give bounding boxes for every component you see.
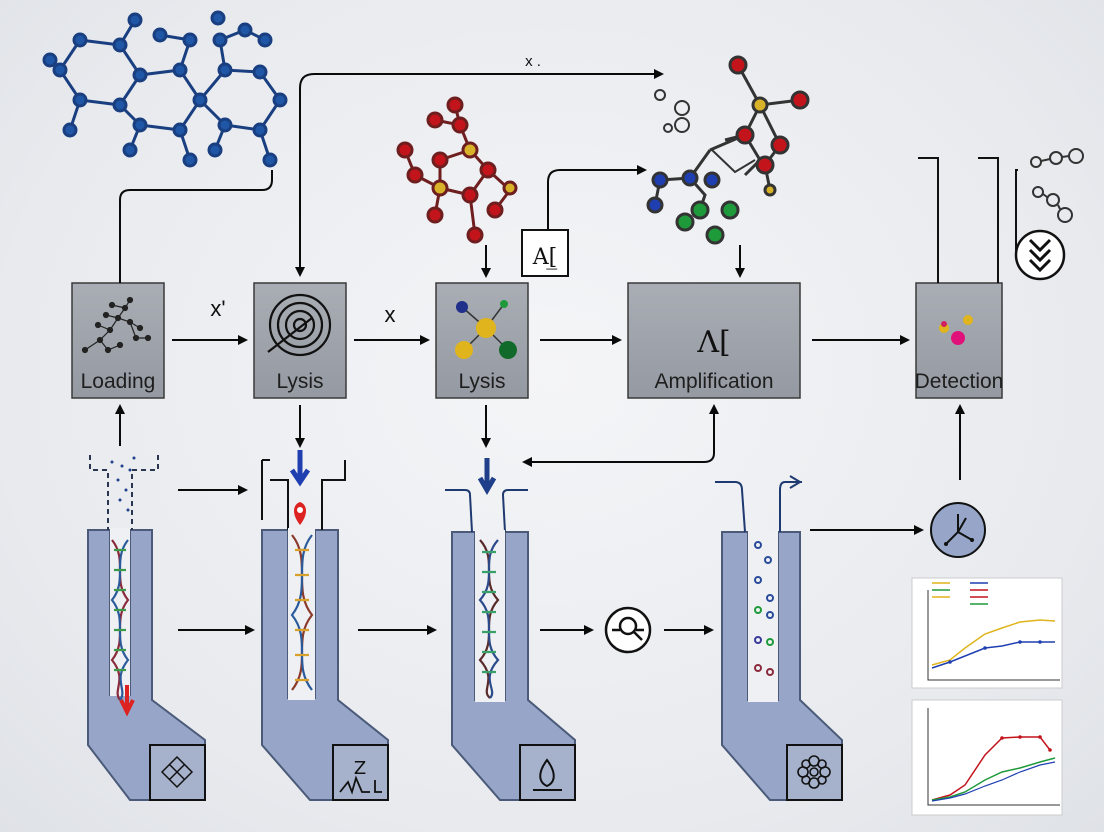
stage-box-lysis-1: Lysis <box>253 282 347 399</box>
edge-label-lysis-lysis: x <box>385 302 396 327</box>
edge-label-loading-lysis: x' <box>210 296 225 321</box>
stage-box-lysis-2: Lysis <box>435 282 529 399</box>
particle-dots <box>110 456 136 512</box>
flower-icon <box>786 744 843 801</box>
branch-node-icon <box>930 502 986 558</box>
spiral-target-icon <box>267 293 332 357</box>
stage-label-loading: Loading <box>81 370 156 393</box>
z-waveform-icon: Z <box>332 744 389 801</box>
chevron-stack-icon <box>1014 169 1066 281</box>
network-graph-icon <box>81 296 152 354</box>
detection-dots-icon <box>939 315 973 345</box>
svg-text:Z: Z <box>354 758 366 779</box>
dna-helix-icon <box>110 539 130 701</box>
red-gold-molecule-illustration <box>396 96 518 244</box>
detection-probe-lines <box>918 157 999 283</box>
small-chain-molecule-icon <box>654 89 1084 223</box>
search-ring-icon <box>604 606 652 654</box>
mini-line-chart-2 <box>911 699 1063 816</box>
stage-box-detection: Detection <box>915 282 1004 399</box>
flow-arrows <box>115 69 965 635</box>
tube-loading <box>87 455 206 801</box>
edge-label-top-loop: x . <box>525 53 541 70</box>
location-pin-icon <box>294 502 306 525</box>
reagent-box-label: A[̲ <box>532 245 557 270</box>
drop-icon <box>519 744 576 801</box>
amplification-glyph: Λ[ <box>696 325 730 360</box>
stage-box-amplification: Λ[ Amplification <box>627 282 801 399</box>
bead-dots <box>754 541 774 676</box>
stage-box-loading: Loading <box>71 282 165 399</box>
tube-lysis-2 <box>445 458 576 801</box>
reagent-box: A[̲ <box>521 229 569 277</box>
dna-helix-icon <box>478 539 500 699</box>
mixed-molecule-illustration <box>646 55 810 245</box>
mini-line-chart-1 <box>911 577 1063 689</box>
dna-helix-icon <box>290 534 314 691</box>
blue-molecule-illustration <box>42 10 288 168</box>
stage-label-detection: Detection <box>915 370 1004 393</box>
molecule-dots-icon <box>455 300 517 359</box>
stage-label-lysis-1: Lysis <box>276 370 323 393</box>
stage-label-lysis-2: Lysis <box>458 370 505 393</box>
tube-amplification <box>715 475 843 801</box>
stage-label-amplification: Amplification <box>654 370 773 393</box>
tube-lysis-1: Z <box>261 450 389 801</box>
network-grid-icon <box>149 744 206 801</box>
